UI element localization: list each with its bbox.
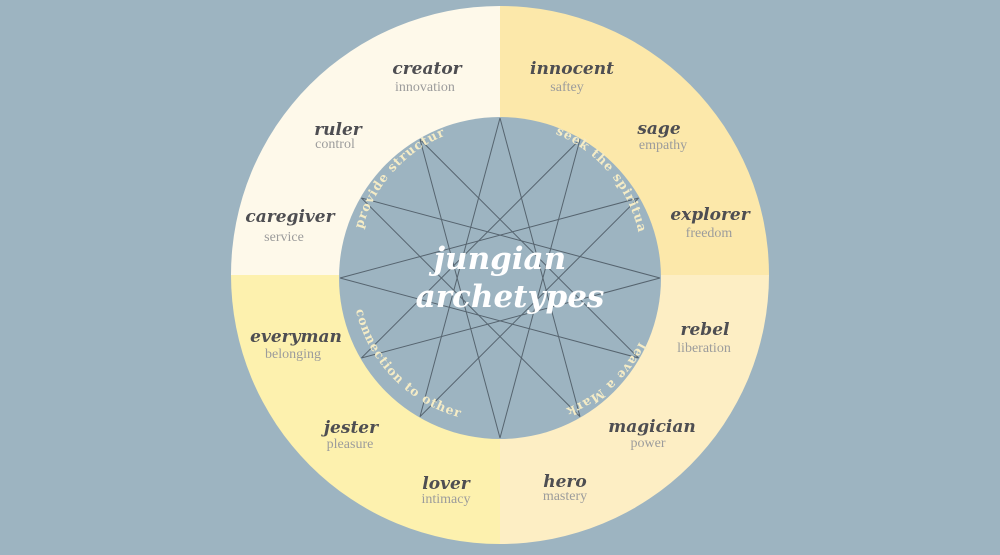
archetype-name: jester <box>321 418 379 438</box>
archetype-trait: belonging <box>265 347 321 362</box>
star-line <box>419 139 501 439</box>
star-line <box>419 139 639 359</box>
star-line <box>361 197 661 279</box>
archetype-name: explorer <box>670 205 750 225</box>
archetype-name: ruler <box>314 120 363 140</box>
archetype-caregiver: caregiver service <box>245 207 335 245</box>
star-line <box>339 197 639 279</box>
archetype-jester: jester pleasure <box>321 418 379 452</box>
archetype-trait: service <box>264 230 304 245</box>
star-line <box>499 139 581 439</box>
archetype-trait: empathy <box>639 138 687 153</box>
archetype-trait: liberation <box>677 341 731 356</box>
archetype-name: sage <box>636 119 680 139</box>
star-line <box>419 197 639 417</box>
archetype-ruler: ruler control <box>314 120 363 152</box>
archetype-trait: innovation <box>395 80 455 95</box>
archetype-name: hero <box>543 472 586 492</box>
archetype-name: magician <box>608 417 696 437</box>
archetype-everyman: everyman belonging <box>250 327 342 362</box>
archetype-trait: freedom <box>686 226 733 241</box>
archetype-magician: magician power <box>608 417 696 451</box>
archetype-rebel: rebel liberation <box>677 320 731 356</box>
archetype-trait: pleasure <box>327 437 374 452</box>
inner-circle <box>339 117 661 439</box>
archetype-name: rebel <box>681 320 730 340</box>
archetype-lover: lover intimacy <box>422 474 471 507</box>
archetype-name: lover <box>422 474 470 494</box>
archetype-creator: creator innovation <box>392 59 462 95</box>
center-title-line1: jungian <box>428 241 566 277</box>
archetype-trait: control <box>315 137 355 152</box>
archetype-hero: hero mastery <box>543 472 587 504</box>
archetype-name: creator <box>392 59 462 79</box>
archetype-innocent: innocent saftey <box>530 59 614 95</box>
archetype-name: innocent <box>530 59 614 79</box>
archetype-explorer: explorer freedom <box>670 205 750 241</box>
star-line <box>419 117 501 417</box>
archetype-name: everyman <box>250 327 342 347</box>
archetype-trait: power <box>631 436 666 451</box>
star-line <box>339 277 639 359</box>
archetype-sage: sage empathy <box>636 119 687 153</box>
star-polygon <box>339 117 661 439</box>
star-line <box>361 277 661 359</box>
center-title-line2: archetypes <box>416 279 605 315</box>
star-line <box>361 139 581 359</box>
archetype-trait: mastery <box>543 489 587 504</box>
star-line <box>499 117 581 417</box>
archetype-name: caregiver <box>245 207 335 227</box>
star-line <box>361 197 581 417</box>
archetype-trait: saftey <box>550 80 583 95</box>
archetype-trait: intimacy <box>422 492 471 507</box>
